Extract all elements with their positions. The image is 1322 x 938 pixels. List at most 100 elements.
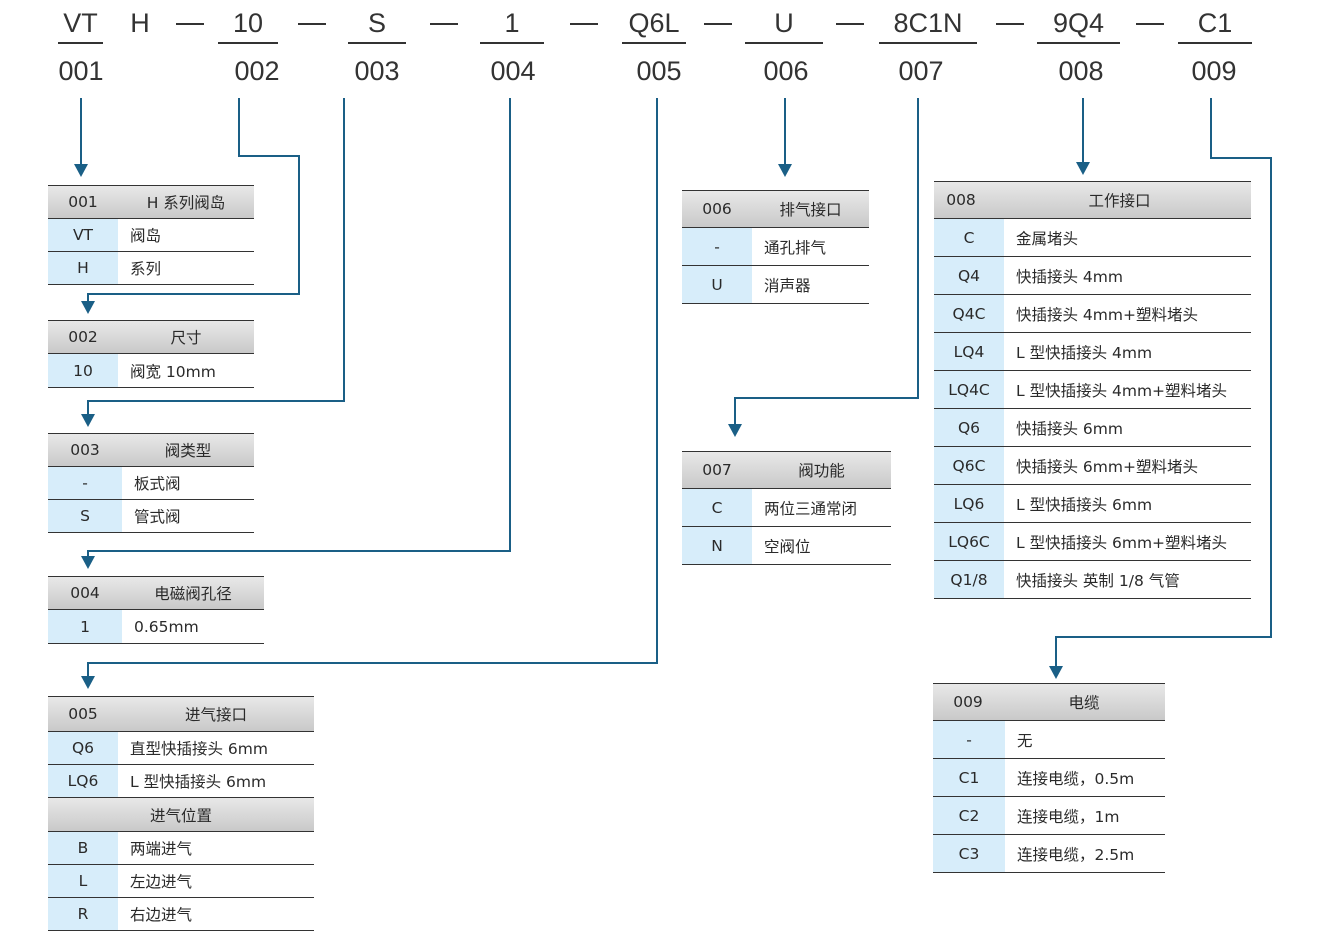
code-segment-h: H — [130, 8, 150, 38]
code-dash — [176, 23, 204, 25]
table-008: 008 工作接口 C 金属堵头 Q4 快插接头 4mm Q4C 快插接头 4mm… — [934, 181, 1251, 599]
arrow-down-icon — [74, 164, 88, 177]
code-dash — [298, 23, 326, 25]
position-number-004: 004 — [490, 56, 536, 86]
code-dash — [1136, 23, 1164, 25]
table-title: 工作接口 — [1088, 192, 1151, 210]
option-desc: 空阀位 — [764, 537, 811, 556]
table-004: 004 电磁阀孔径 1 0.65mm — [48, 576, 264, 644]
table-header: 004 电磁阀孔径 — [48, 576, 264, 610]
table-row: Q4C 快插接头 4mm+塑料堵头 — [934, 295, 1251, 333]
connector-003 — [343, 98, 345, 402]
code-dash — [704, 23, 732, 25]
connector-004 — [87, 550, 511, 552]
table-header: 006 排气接口 — [682, 190, 869, 228]
option-desc: 快插接头 6mm+塑料堵头 — [1016, 457, 1198, 476]
code-segment-u: U — [745, 4, 823, 44]
connector-003 — [87, 400, 89, 414]
table-header: 008 工作接口 — [934, 181, 1251, 219]
position-number-007: 007 — [898, 56, 944, 86]
position-number-001: 001 — [58, 56, 104, 86]
arrow-down-icon — [728, 424, 742, 437]
option-desc: 系列 — [130, 260, 162, 278]
code-segment-9q4: 9Q4 — [1037, 4, 1120, 44]
option-desc: L 型快插接头 4mm+塑料堵头 — [1016, 381, 1228, 400]
option-code: - — [933, 721, 1005, 758]
table-row: C3 连接电缆，2.5m — [933, 835, 1165, 873]
table-header: 007 阀功能 — [682, 451, 891, 489]
code-segment-10: 10 — [218, 4, 278, 44]
table-row: N 空阀位 — [682, 527, 891, 565]
position-number-003: 003 — [354, 56, 400, 86]
table-row: - 板式阀 — [48, 467, 254, 500]
table-subheader: 进气位置 — [48, 798, 314, 832]
table-row: 1 0.65mm — [48, 610, 264, 644]
table-row: LQ4C L 型快插接头 4mm+塑料堵头 — [934, 371, 1251, 409]
arrow-down-icon — [778, 164, 792, 177]
table-row: H 系列 — [48, 252, 254, 285]
arrow-down-icon — [1076, 162, 1090, 175]
option-desc: 板式阀 — [134, 475, 181, 493]
connector-006 — [784, 98, 786, 164]
option-desc: L 型快插接头 6mm — [130, 773, 267, 791]
table-row: C 两位三通常闭 — [682, 489, 891, 527]
option-code: C1 — [933, 759, 1005, 796]
table-001: 001 H 系列阀岛 VT 阀岛 H 系列 — [48, 185, 254, 285]
arrow-down-icon — [1049, 666, 1063, 679]
code-segment-c1: C1 — [1178, 4, 1252, 44]
arrow-down-icon — [81, 414, 95, 427]
option-desc: 直型快插接头 6mm — [130, 740, 268, 758]
option-code: LQ6 — [934, 485, 1004, 522]
option-code: R — [48, 898, 118, 930]
table-row: Q1/8 快插接头 英制 1/8 气管 — [934, 561, 1251, 599]
code-dash — [836, 23, 864, 25]
table-row: Q6 直型快插接头 6mm — [48, 732, 314, 765]
connector-002 — [87, 293, 89, 301]
code-segment-q6l: Q6L — [622, 4, 686, 44]
option-desc: 通孔排气 — [764, 238, 827, 257]
table-row: S 管式阀 — [48, 500, 254, 533]
option-desc: 左边进气 — [130, 873, 193, 891]
arrow-down-icon — [81, 301, 95, 314]
option-desc: 两位三通常闭 — [764, 499, 858, 518]
option-desc: 无 — [1017, 731, 1033, 750]
table-row: VT 阀岛 — [48, 219, 254, 252]
position-number-002: 002 — [234, 56, 280, 86]
table-title: 排气接口 — [779, 201, 842, 219]
table-title: 电缆 — [1068, 694, 1100, 712]
option-code: C — [682, 489, 752, 526]
option-code: C3 — [933, 835, 1005, 872]
option-desc: 快插接头 英制 1/8 气管 — [1016, 571, 1180, 590]
option-code: U — [682, 266, 752, 303]
table-row: U 消声器 — [682, 266, 869, 304]
option-desc: 管式阀 — [134, 508, 181, 526]
option-code: Q4C — [934, 295, 1004, 332]
table-title: 阀类型 — [164, 442, 212, 460]
option-code: - — [48, 467, 122, 499]
table-005: 005 进气接口 Q6 直型快插接头 6mm LQ6 L 型快插接头 6mm 进… — [48, 696, 314, 931]
table-006: 006 排气接口 - 通孔排气 U 消声器 — [682, 190, 869, 304]
connector-003 — [87, 400, 345, 402]
table-code: 002 — [68, 328, 98, 346]
connector-002 — [298, 155, 300, 295]
option-code: Q6 — [934, 409, 1004, 446]
connector-009 — [1055, 636, 1057, 666]
option-code: 1 — [48, 610, 122, 643]
connector-009 — [1270, 157, 1272, 638]
connector-007 — [734, 397, 919, 399]
code-segment-vt: VT — [58, 4, 103, 44]
option-code: Q4 — [934, 257, 1004, 294]
table-009: 009 电缆 - 无 C1 连接电缆，0.5m C2 连接电缆，1m C3 连接… — [933, 683, 1165, 873]
table-code: 008 — [946, 191, 976, 209]
table-header: 009 电缆 — [933, 683, 1165, 721]
connector-005 — [87, 662, 89, 676]
table-row: C2 连接电缆，1m — [933, 797, 1165, 835]
option-code: LQ6 — [48, 765, 118, 797]
table-002: 002 尺寸 10 阀宽 10mm — [48, 320, 254, 388]
connector-004 — [509, 98, 511, 552]
option-desc: 右边进气 — [130, 906, 193, 924]
option-desc: 阀宽 10mm — [130, 362, 216, 381]
option-desc: 金属堵头 — [1016, 229, 1079, 248]
position-number-008: 008 — [1058, 56, 1104, 86]
connector-004 — [87, 550, 89, 556]
